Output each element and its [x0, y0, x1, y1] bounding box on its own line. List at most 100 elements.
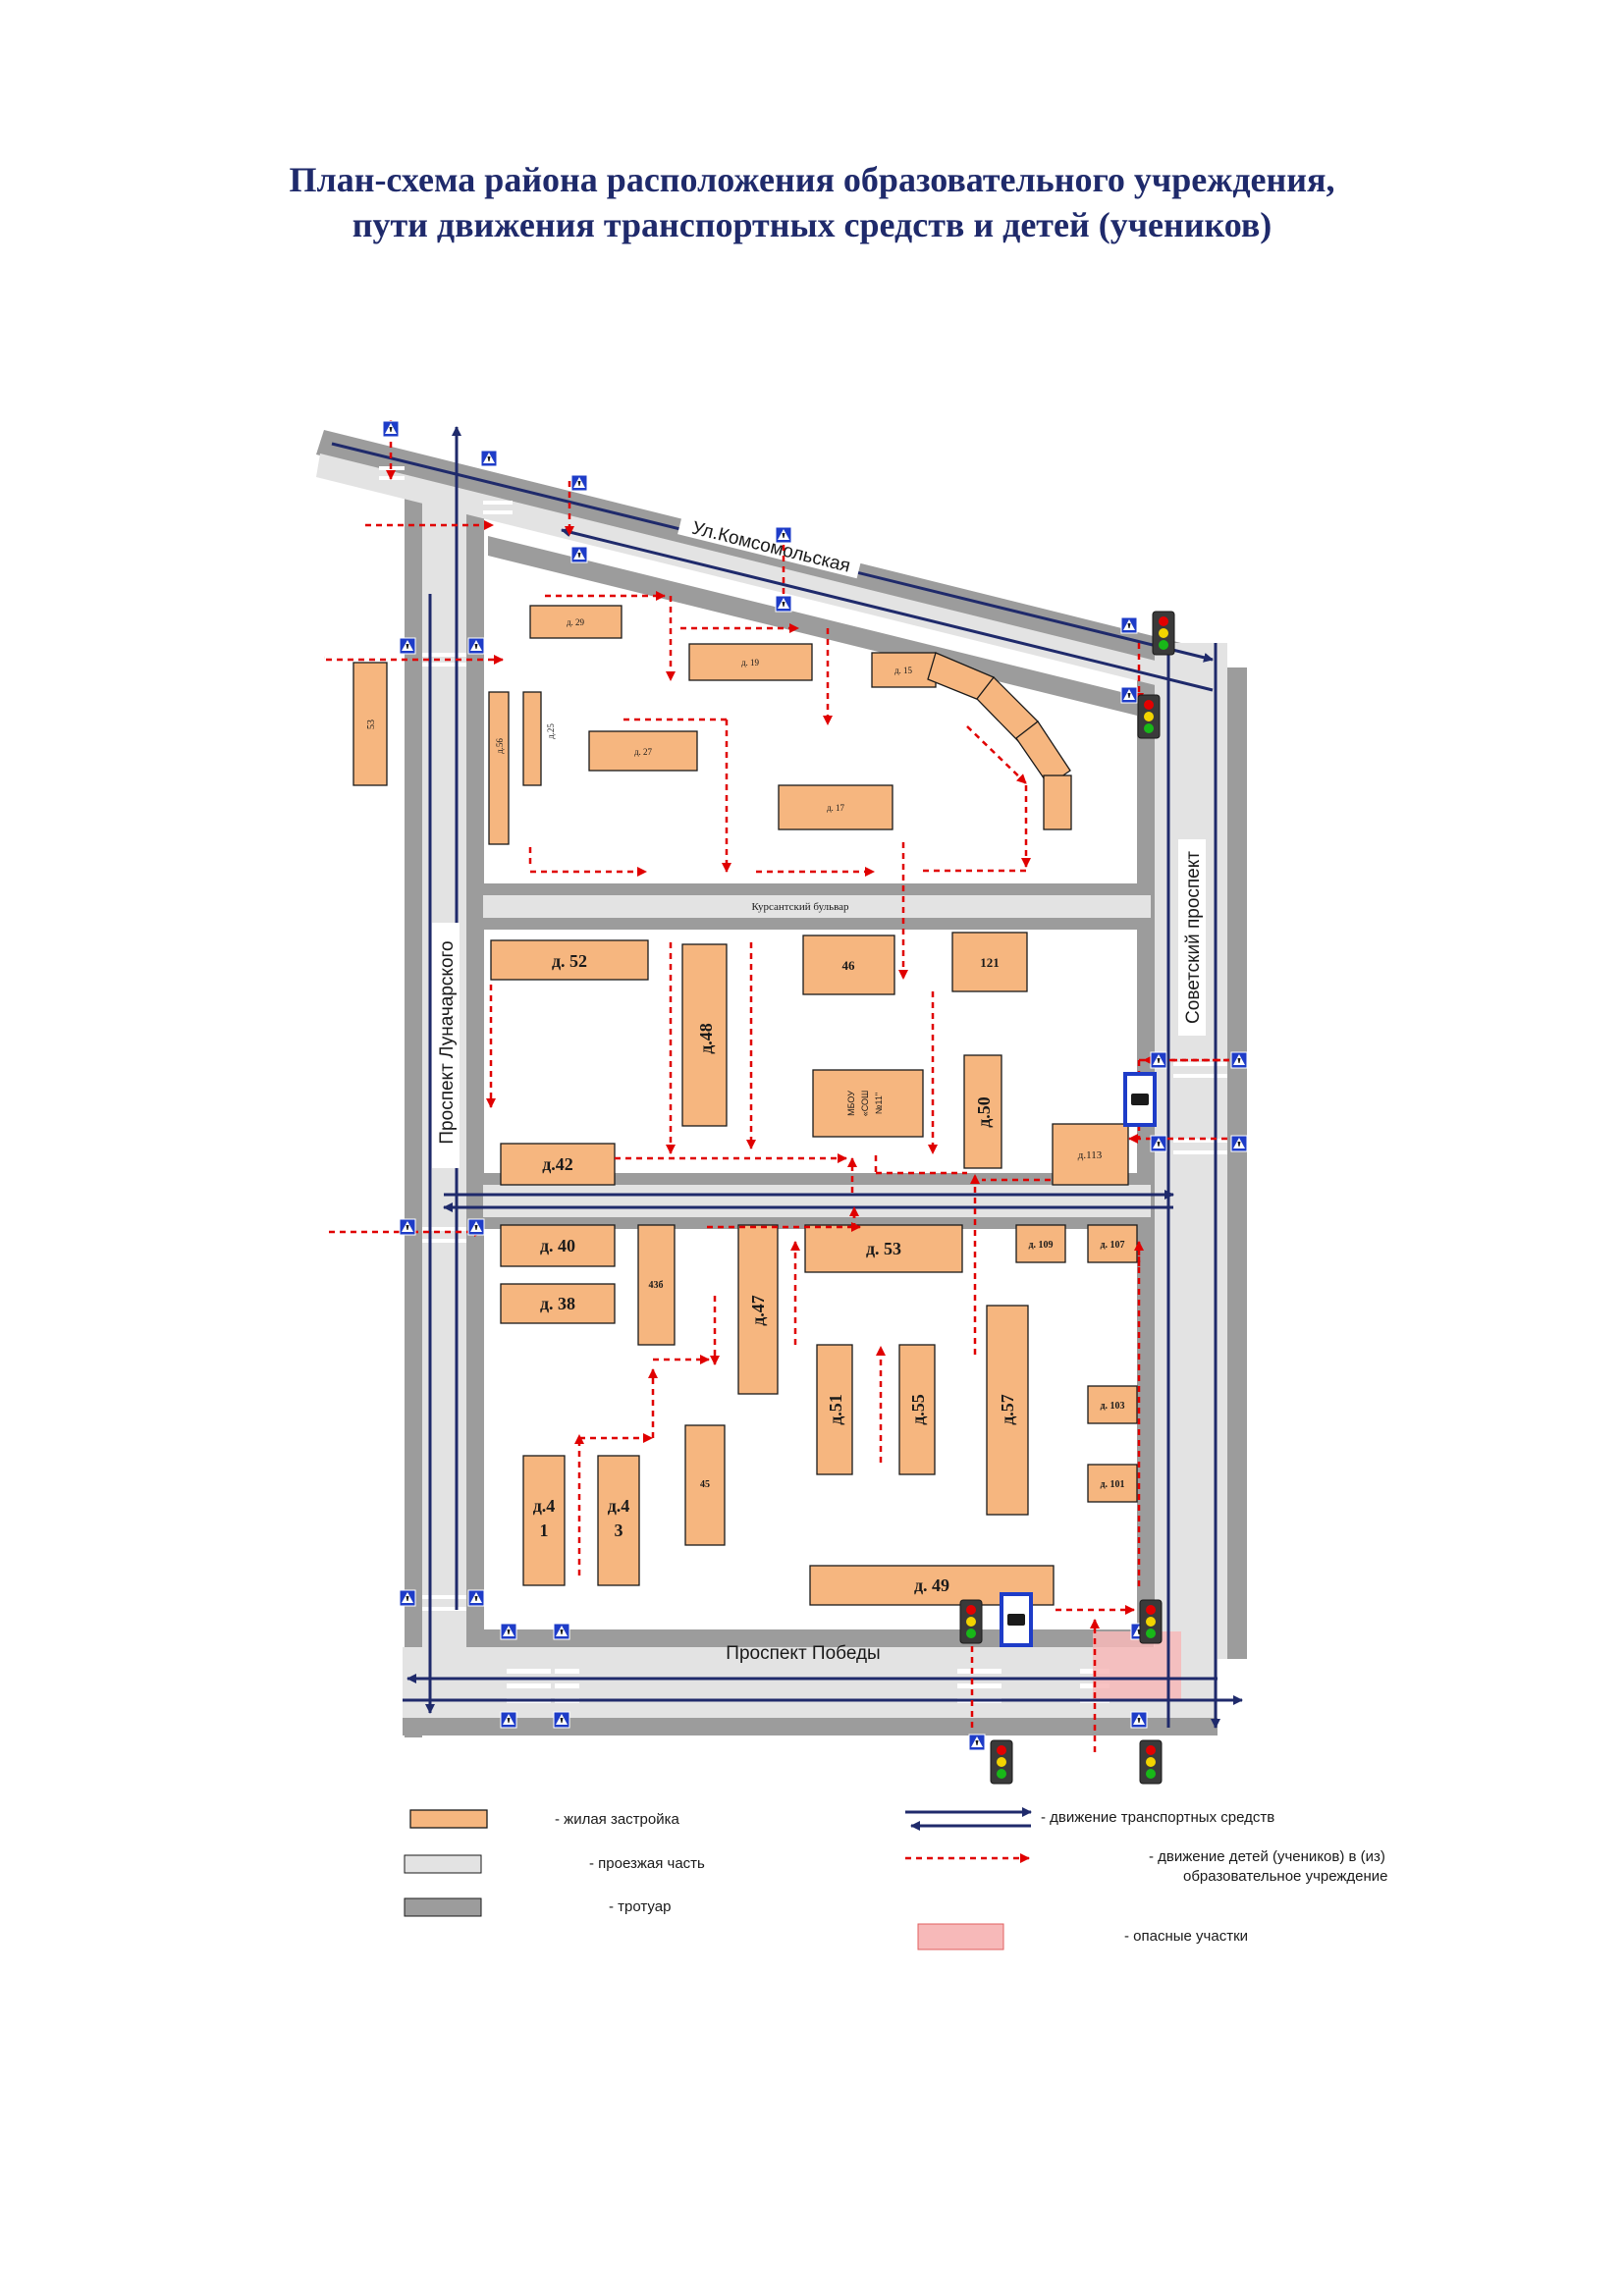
traffic-light-icon [990, 1739, 1013, 1785]
building-d17 [778, 784, 893, 830]
label-d52: д. 52 [552, 951, 587, 971]
ped-crossing-icon [1130, 1711, 1148, 1729]
building-d53 [804, 1224, 963, 1273]
ped-crossing-icon [399, 1589, 416, 1607]
ped-crossing-icon [968, 1734, 986, 1751]
label-46: 46 [842, 958, 856, 973]
building-d107 [1087, 1224, 1138, 1263]
ped-crossing-icon [480, 450, 498, 467]
ped-crossing-icon [775, 595, 792, 613]
ped-crossing-icon [382, 420, 400, 438]
ped-crossing-icon [1120, 616, 1138, 634]
building-d55 [898, 1344, 936, 1475]
label-43b: 43б [649, 1280, 664, 1291]
ped-crossing-icon [1150, 1051, 1167, 1069]
ped-crossing-icon [775, 526, 792, 544]
ped-crossing-icon [467, 1589, 485, 1607]
label-d40: д. 40 [540, 1236, 575, 1255]
legend [404, 1807, 1032, 1950]
ped-crossing-icon [1230, 1051, 1248, 1069]
building-46 [802, 934, 895, 995]
legend-children-label-2: образовательное учреждение [1183, 1868, 1388, 1885]
street-sovetsky: Советский проспект [1183, 851, 1204, 1024]
building-d41 [522, 1455, 566, 1586]
bus-stop-icon [1123, 1072, 1157, 1127]
label-school-line-1: МБОУ [846, 1091, 856, 1116]
page-title: План-схема района расположения образоват… [0, 157, 1624, 247]
bus-stop-icon [1000, 1592, 1033, 1647]
street-kursantsky: Курсантский бульвар [751, 901, 849, 913]
label-d113: д.113 [1078, 1149, 1103, 1161]
building-labels: 53 д. 29 д. 19 д. 15 д.56 д.25 д. 27 д. … [366, 617, 1125, 1595]
label-d49: д. 49 [914, 1575, 949, 1595]
label-d47: д.47 [748, 1295, 768, 1326]
legend-sidewalk-label: - тротуар [609, 1898, 672, 1915]
legend-danger-swatch [917, 1923, 1004, 1950]
ped-crossing-icon [399, 1218, 416, 1236]
label-d42: д.42 [542, 1154, 573, 1174]
label-d107: д. 107 [1100, 1240, 1124, 1251]
building-d42 [500, 1143, 616, 1186]
traffic-light-icon [1152, 611, 1175, 656]
label-d43-line-1: д.4 [608, 1496, 630, 1516]
label-121: 121 [980, 955, 1000, 970]
label-d38: д. 38 [540, 1294, 575, 1313]
label-d41-line-2: 1 [540, 1521, 549, 1540]
building-d50 [963, 1054, 1002, 1169]
building-d56 [488, 691, 510, 845]
label-d29: д. 29 [567, 617, 585, 627]
legend-roadway-swatch [404, 1854, 482, 1874]
label-d57: д.57 [998, 1394, 1017, 1425]
legend-sidewalk-swatch [404, 1897, 482, 1917]
building-d15-wing-4 [1043, 774, 1072, 830]
label-d51: д.51 [826, 1394, 845, 1425]
street-lunacharskogo: Проспект Луначарского [437, 940, 458, 1144]
ped-crossing-icon [1120, 686, 1138, 704]
traffic-light-icon [1137, 694, 1161, 739]
legend-housing-label: - жилая застройка [555, 1811, 679, 1828]
title-line-1: План-схема района расположения образоват… [289, 160, 1335, 199]
building-d43 [597, 1455, 640, 1586]
label-d17: д. 17 [827, 803, 845, 813]
building-d29 [529, 605, 623, 639]
label-d48: д.48 [696, 1023, 716, 1054]
building-d38 [500, 1283, 616, 1324]
building-d57 [986, 1305, 1029, 1516]
title-line-2: пути движения транспортных средств и дет… [352, 205, 1272, 244]
building-d47 [737, 1224, 779, 1395]
label-d53: д. 53 [866, 1239, 901, 1258]
label-d19: д. 19 [741, 658, 760, 667]
label-d50: д.50 [974, 1096, 994, 1128]
ped-crossing-icon [570, 474, 588, 492]
label-d109: д. 109 [1028, 1240, 1053, 1251]
ped-crossing-icon [553, 1623, 570, 1640]
buildings [352, 605, 1138, 1606]
building-43b [637, 1224, 676, 1346]
children-routes [326, 420, 1229, 1752]
ped-crossing-icon [467, 1218, 485, 1236]
danger-zone [1093, 1631, 1181, 1700]
building-d40 [500, 1224, 616, 1267]
legend-housing-swatch [409, 1809, 488, 1829]
legend-danger-label: - опасные участки [1124, 1928, 1249, 1945]
building-d15 [871, 652, 937, 688]
building-d52 [490, 939, 649, 981]
traffic-light-icon [1139, 1739, 1163, 1785]
label-d27: д. 27 [634, 747, 653, 757]
label-school-line-3: №11" [874, 1093, 884, 1114]
label-d43-line-2: 3 [615, 1521, 623, 1540]
ped-crossing-icon [500, 1623, 517, 1640]
label-53-left: 53 [366, 720, 377, 729]
traffic-light-icon [959, 1599, 983, 1644]
street-pobedy: Проспект Победы [726, 1643, 880, 1664]
label-d56: д.56 [495, 738, 505, 754]
building-d109 [1015, 1224, 1066, 1263]
building-d48 [681, 943, 728, 1127]
building-d27 [588, 730, 698, 772]
legend-vehicles-label: - движение транспортных средств [1041, 1809, 1275, 1826]
label-d15: д. 15 [894, 666, 913, 675]
label-d103: д. 103 [1100, 1401, 1124, 1412]
building-121 [951, 932, 1028, 992]
building-d51 [816, 1344, 853, 1475]
